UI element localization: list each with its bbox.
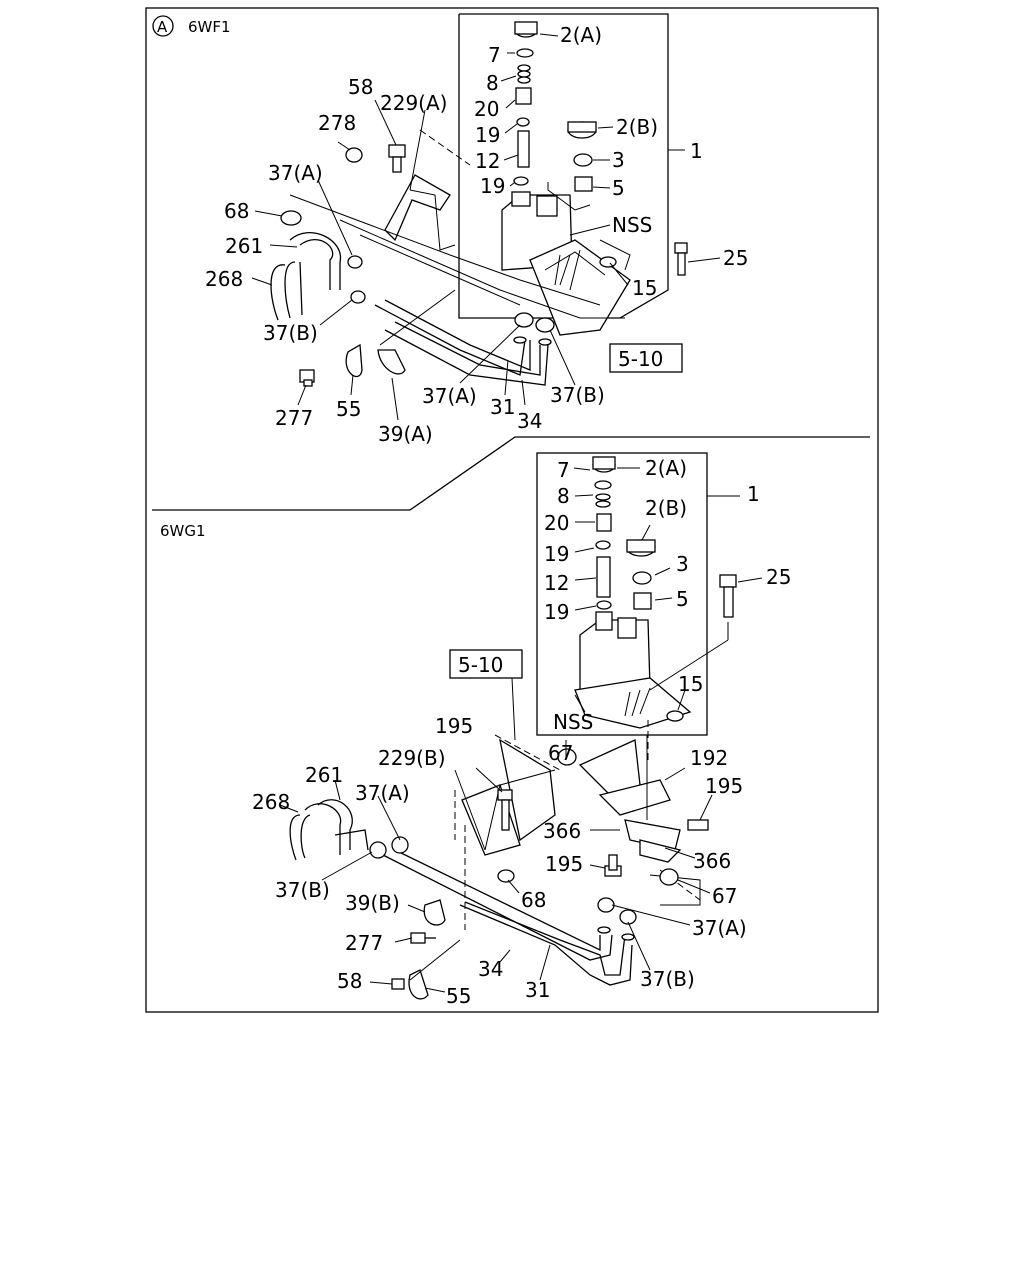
- b-label-19b: 19: [544, 600, 569, 624]
- a-label-37a-bottom: 37(A): [422, 384, 477, 408]
- b-label-37b-left: 37(B): [275, 878, 330, 902]
- a-label-3: 3: [612, 148, 625, 172]
- b-label-192: 192: [690, 746, 728, 770]
- section-6wg1: 6WG1 5-10: [160, 452, 791, 1008]
- section-6wf1: A 6WF1: [152, 13, 748, 446]
- b-label-7: 7: [557, 458, 570, 482]
- a-label-278: 278: [318, 111, 356, 135]
- b-label-366-left: 366: [543, 819, 581, 843]
- section-a-ref-label: 5-10: [618, 347, 663, 371]
- a-label-268: 268: [205, 267, 243, 291]
- b-label-15: 15: [678, 672, 703, 696]
- section-a-marker-circle: [152, 15, 174, 37]
- section-a-ref-box: [609, 343, 683, 373]
- b-label-67-top: 67: [548, 741, 573, 765]
- b-label-195-right: 195: [705, 774, 743, 798]
- a-label-37b-bottom: 37(B): [550, 383, 605, 407]
- b-label-268: 268: [252, 790, 290, 814]
- section-b-ref-box: [449, 649, 523, 679]
- b-label-37b-right: 37(B): [640, 967, 695, 991]
- section-divider: [152, 436, 870, 511]
- a-label-8: 8: [486, 71, 499, 95]
- a-label-2a: 2(A): [560, 23, 602, 47]
- b-label-nss: NSS: [553, 710, 593, 734]
- b-label-31: 31: [525, 978, 550, 1002]
- section-a-marker: A: [157, 18, 168, 36]
- a-label-20: 20: [474, 97, 499, 121]
- b-label-67-right: 67: [712, 884, 737, 908]
- b-label-37a-left: 37(A): [355, 781, 410, 805]
- a-label-31: 31: [490, 395, 515, 419]
- b-label-55: 55: [446, 984, 471, 1008]
- b-label-3: 3: [676, 552, 689, 576]
- b-label-5: 5: [676, 587, 689, 611]
- b-label-261: 261: [305, 763, 343, 787]
- a-label-12: 12: [475, 149, 500, 173]
- b-label-20: 20: [544, 511, 569, 535]
- b-label-58: 58: [337, 969, 362, 993]
- a-label-37a-top: 37(A): [268, 161, 323, 185]
- a-label-1: 1: [690, 139, 703, 163]
- tank-inset-box: [458, 13, 669, 319]
- a-label-68: 68: [224, 199, 249, 223]
- a-label-34: 34: [517, 409, 542, 433]
- b-label-195-top: 195: [435, 714, 473, 738]
- b-label-366-right: 366: [693, 849, 731, 873]
- b-label-39b: 39(B): [345, 891, 400, 915]
- b-label-25: 25: [766, 565, 791, 589]
- a-label-19b: 19: [480, 174, 505, 198]
- b-label-2a: 2(A): [645, 456, 687, 480]
- b-label-8: 8: [557, 484, 570, 508]
- a-label-58: 58: [348, 75, 373, 99]
- a-label-261: 261: [225, 234, 263, 258]
- b-label-12: 12: [544, 571, 569, 595]
- section-b-ref-label: 5-10: [458, 653, 503, 677]
- b-label-37a-right: 37(A): [692, 916, 747, 940]
- a-label-277: 277: [275, 406, 313, 430]
- diagram-frame: [145, 7, 879, 1013]
- b-label-1: 1: [747, 482, 760, 506]
- a-label-7: 7: [488, 43, 501, 67]
- b-label-34: 34: [478, 957, 503, 981]
- a-label-229a: 229(A): [380, 91, 447, 115]
- a-label-55: 55: [336, 397, 361, 421]
- b-label-68: 68: [521, 888, 546, 912]
- a-label-39a: 39(A): [378, 422, 433, 446]
- tank-inset-box-b: [536, 452, 708, 736]
- a-label-19a: 19: [475, 123, 500, 147]
- a-label-15: 15: [632, 276, 657, 300]
- section-b-model: 6WG1: [160, 522, 206, 540]
- a-label-5: 5: [612, 176, 625, 200]
- b-label-19a: 19: [544, 542, 569, 566]
- b-label-195-mid: 195: [545, 852, 583, 876]
- b-label-229b: 229(B): [378, 746, 446, 770]
- a-label-2b: 2(B): [616, 115, 658, 139]
- b-label-2b: 2(B): [645, 496, 687, 520]
- a-label-nss: NSS: [612, 213, 652, 237]
- a-label-37b-left: 37(B): [263, 321, 318, 345]
- a-label-25: 25: [723, 246, 748, 270]
- b-label-277: 277: [345, 931, 383, 955]
- section-a-model: 6WF1: [188, 18, 231, 36]
